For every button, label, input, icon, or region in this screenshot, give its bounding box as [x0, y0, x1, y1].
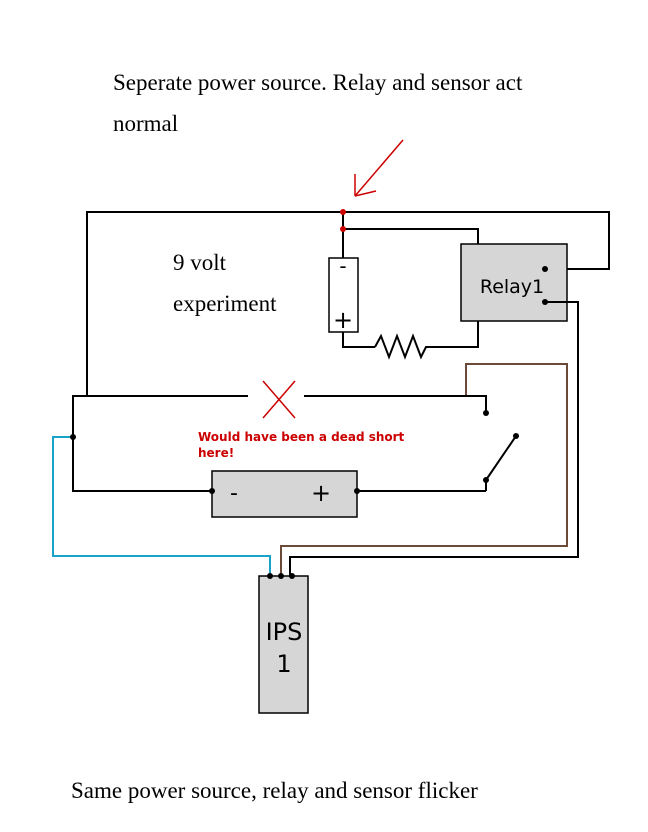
relay-label: Relay1 — [480, 276, 544, 298]
battery-main-right-terminal — [354, 488, 360, 494]
resistor — [374, 333, 431, 360]
battery-9v — [328, 257, 359, 333]
top-caption-line1: Seperate power source. Relay and sensor … — [113, 70, 523, 95]
relay-terminal-top — [542, 266, 548, 272]
battery-9v-plus-label: + — [333, 306, 353, 334]
left-junction-dot — [70, 434, 76, 440]
brown-wire — [280, 363, 568, 576]
lower-circuit-wires — [72, 395, 487, 492]
bottom-caption: Same power source, relay and sensor flic… — [71, 778, 478, 803]
battery-main-minus-label: - — [230, 481, 238, 506]
experiment-label-line2: experiment — [173, 291, 277, 316]
ips-label-line1: IPS — [266, 618, 303, 646]
relay-box — [460, 243, 568, 322]
upper-circuit-wires — [86, 211, 610, 396]
relay-output-wire — [289, 301, 579, 576]
top-caption-line2: normal — [113, 111, 178, 136]
experiment-label-line1: 9 volt — [173, 250, 227, 275]
ips-terminal-1 — [267, 573, 273, 579]
red-arrow-icon — [354, 139, 404, 197]
ips-terminal-2 — [278, 573, 284, 579]
battery-main-left-terminal — [209, 488, 215, 494]
switch — [483, 410, 519, 491]
junction-dot-lower — [340, 226, 346, 232]
battery-main — [211, 470, 358, 518]
ips-label-line2: 1 — [276, 650, 291, 678]
battery-main-plus-label: + — [311, 479, 331, 507]
dead-short-line2: here! — [198, 446, 234, 460]
dead-short-line1: Would have been a dead short — [198, 430, 405, 444]
cyan-wire — [52, 436, 271, 576]
battery-9v-minus-label: - — [339, 254, 346, 278]
ips-terminal-3 — [289, 573, 295, 579]
junction-dot-top — [340, 209, 346, 215]
red-x-icon — [262, 380, 296, 419]
